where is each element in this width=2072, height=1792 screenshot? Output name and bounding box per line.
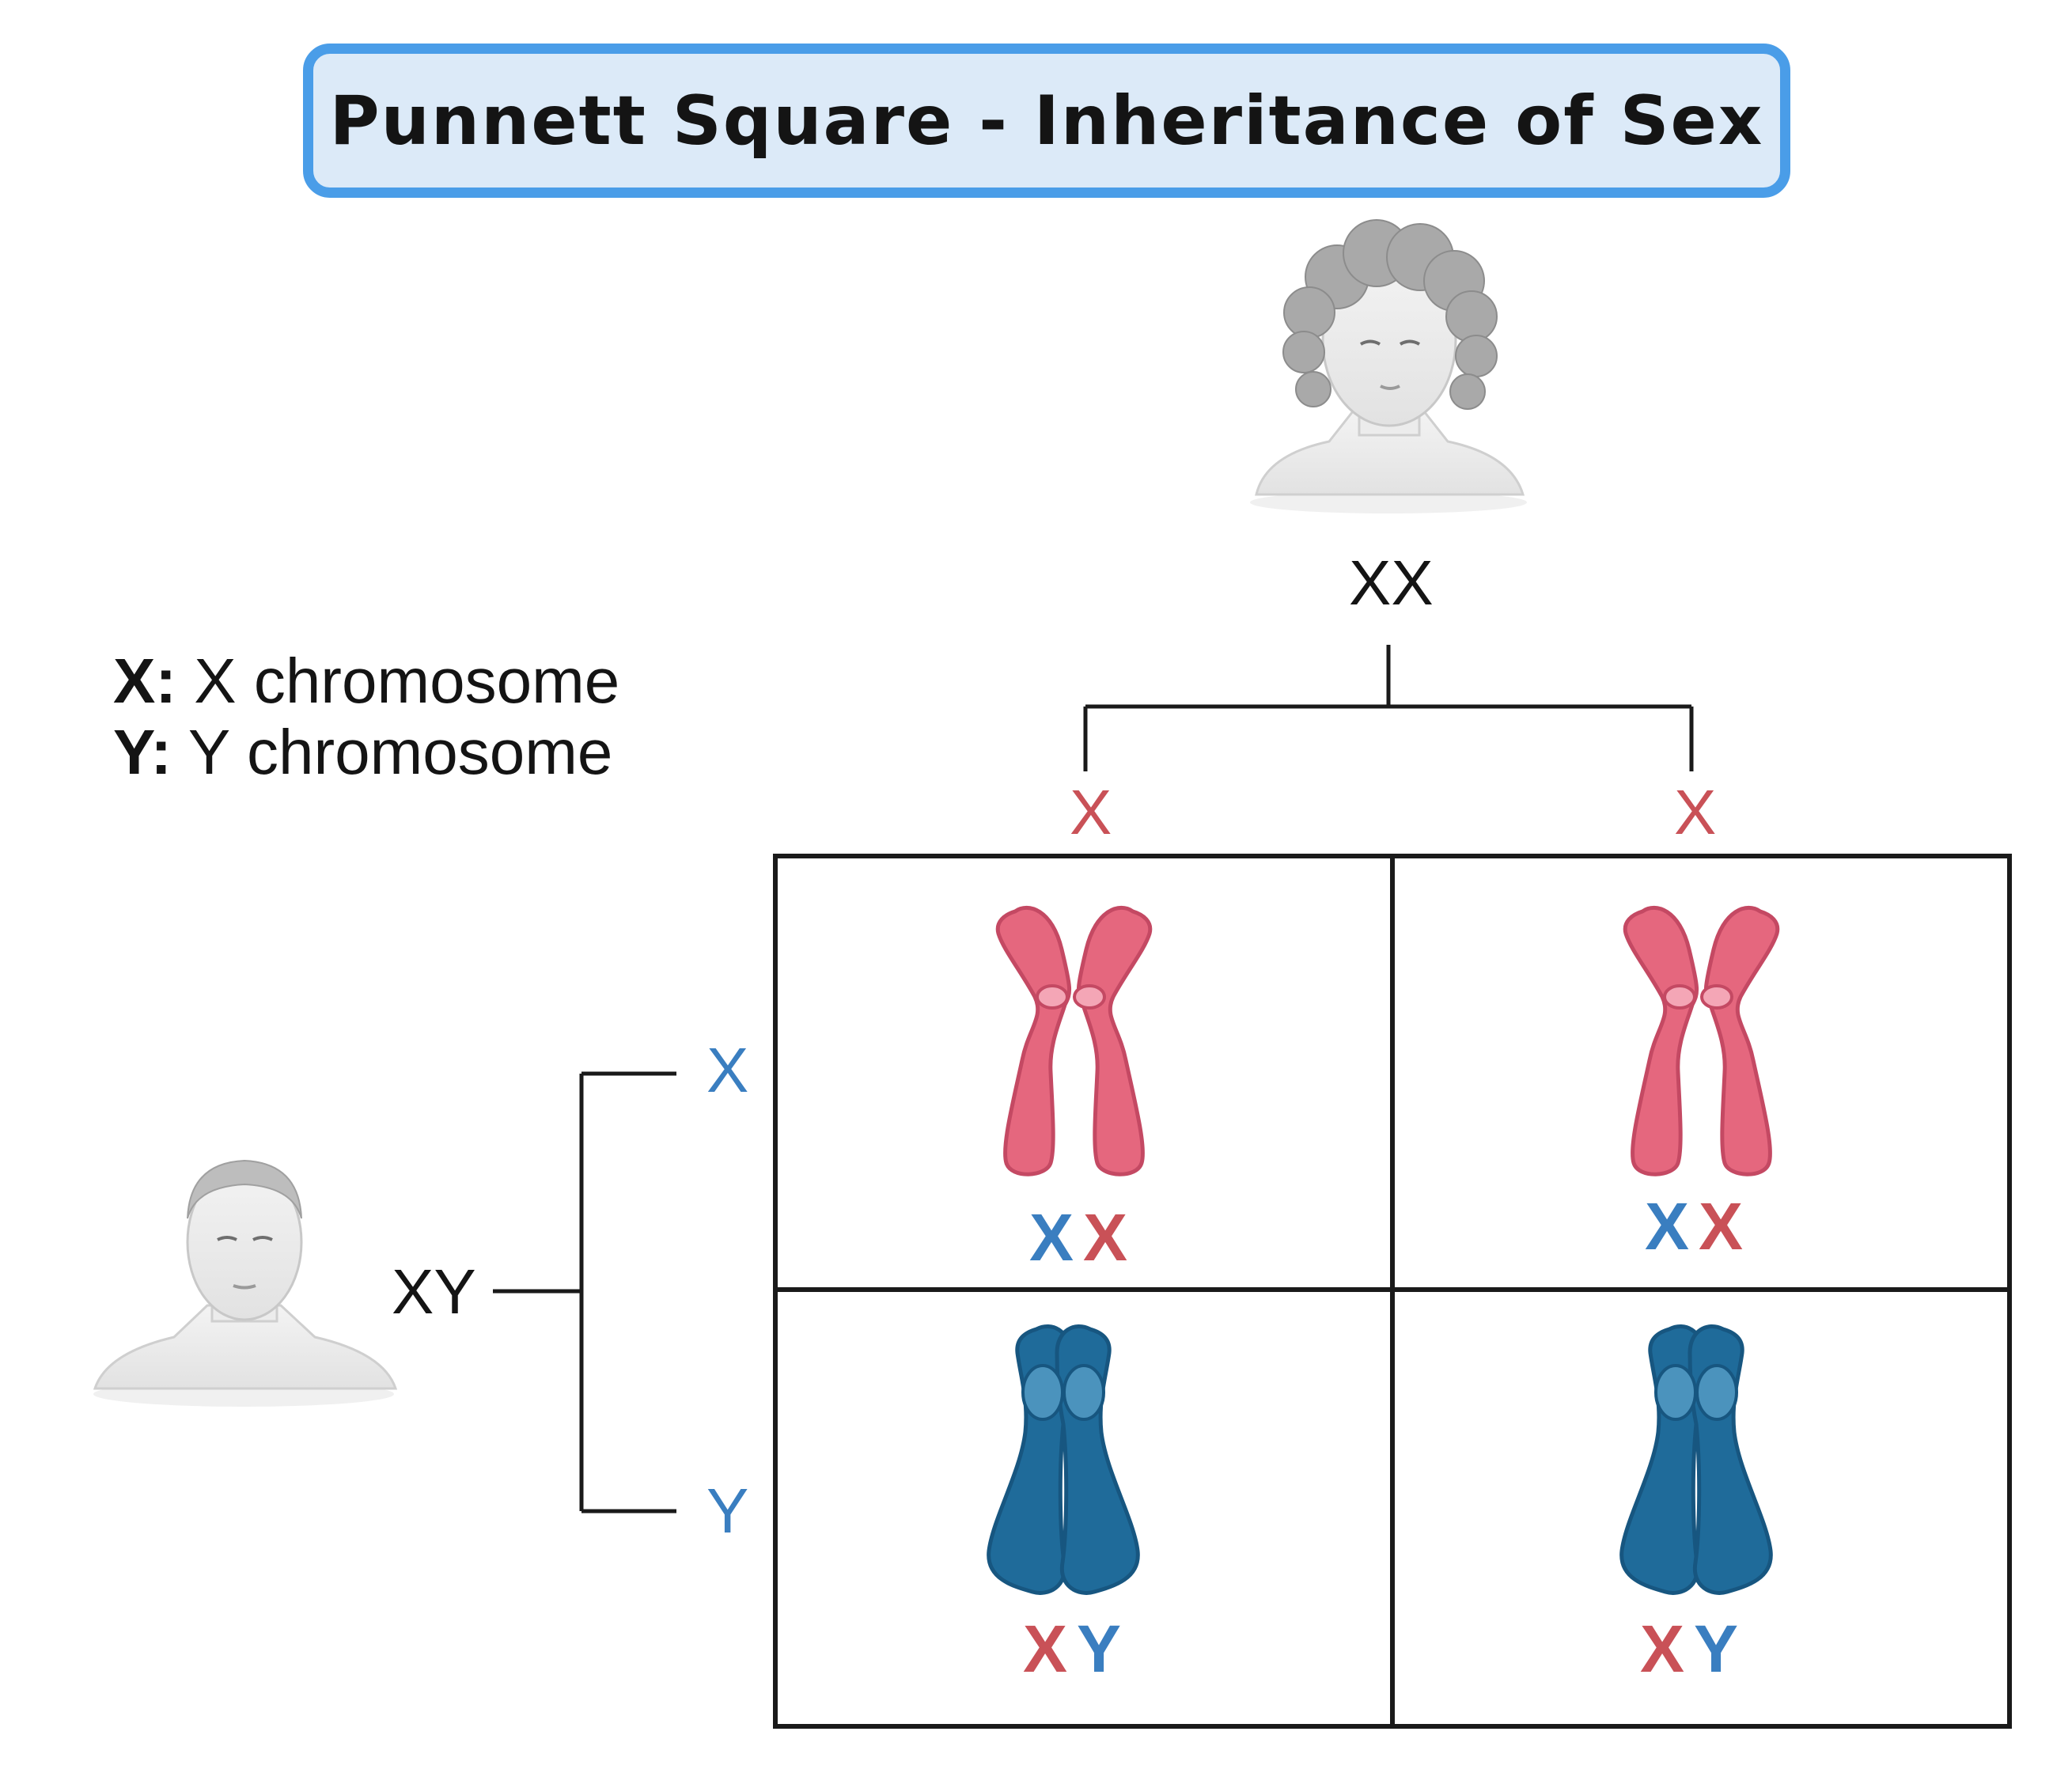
father-genotype: XY: [392, 1256, 476, 1327]
maternal-gamete-2: X: [1674, 777, 1717, 847]
legend-y-text: Y chromosome: [172, 717, 613, 787]
punnett-grid: [773, 854, 2012, 1729]
mother-genotype: XX: [1349, 547, 1434, 618]
maternal-allele: X: [1023, 1612, 1068, 1686]
paternal-allele: X: [1645, 1189, 1690, 1263]
legend-x: X: X chromosome: [113, 645, 619, 718]
legend-x-text: X chromosome: [176, 646, 620, 716]
male-parent-icon: [93, 1159, 398, 1407]
paternal-allele: Y: [1694, 1612, 1739, 1686]
paternal-allele: Y: [1077, 1612, 1122, 1686]
page-title: Punnett Square - Inheritance of Sex: [329, 81, 1764, 161]
x-chromosome-icon: [995, 905, 1153, 1176]
maternal-bracket: [1083, 645, 1694, 771]
legend-y-key: Y:: [113, 717, 172, 787]
y-chromosome-icon: [1619, 1324, 1773, 1595]
maternal-allele: X: [1640, 1612, 1685, 1686]
maternal-allele: X: [1699, 1189, 1744, 1263]
legend-y: Y: Y chromosome: [113, 716, 612, 789]
paternal-gamete-1: X: [706, 1035, 749, 1105]
legend-x-key: X:: [113, 646, 176, 716]
x-chromosome-icon: [1623, 905, 1780, 1176]
paternal-bracket: [493, 1071, 676, 1514]
maternal-allele: X: [1083, 1200, 1128, 1275]
female-parent-icon: [1250, 219, 1527, 513]
y-chromosome-icon: [987, 1324, 1140, 1595]
paternal-allele: X: [1029, 1200, 1074, 1275]
title-banner: Punnett Square - Inheritance of Sex: [303, 44, 1790, 198]
maternal-gamete-1: X: [1070, 777, 1112, 847]
paternal-gamete-2: Y: [706, 1476, 749, 1546]
